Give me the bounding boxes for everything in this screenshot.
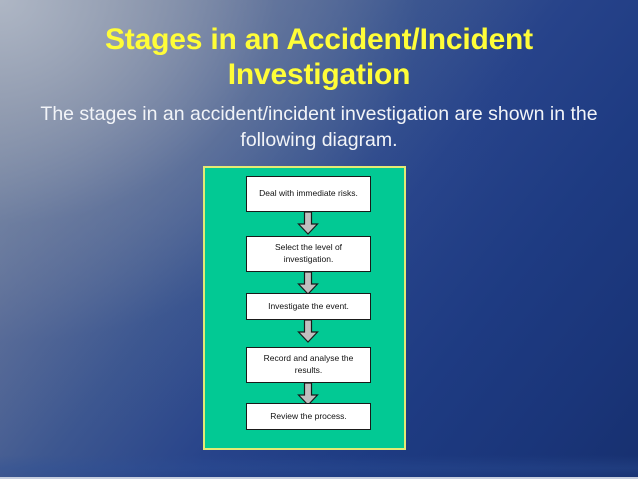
flowchart-node-label: Select the level of investigation. <box>274 242 343 264</box>
flowchart-panel: Deal with immediate risks. Select the le… <box>203 166 406 450</box>
bottom-gradient-band <box>0 455 638 477</box>
bottom-divider <box>0 477 638 479</box>
slide-subtitle: The stages in an accident/incident inves… <box>40 103 598 151</box>
flowchart-node-stage-3[interactable]: Investigate the event. <box>246 293 371 320</box>
flowchart: Deal with immediate risks. Select the le… <box>205 168 404 448</box>
flowchart-node-label: Record and analyse the results. <box>263 353 354 375</box>
flowchart-node-stage-1[interactable]: Deal with immediate risks. <box>246 176 371 212</box>
flowchart-node-label: Deal with immediate risks. <box>259 188 358 199</box>
arrow-down-icon <box>297 320 319 343</box>
flowchart-node-label: Investigate the event. <box>268 300 349 311</box>
flowchart-node-stage-4[interactable]: Record and analyse the results. <box>246 347 371 383</box>
flowchart-node-stage-5[interactable]: Review the process. <box>246 403 371 430</box>
arrow-down-icon <box>297 272 319 295</box>
slide-title: Stages in an Accident/Incident Investiga… <box>105 23 533 92</box>
flowchart-node-stage-2[interactable]: Select the level of investigation. <box>246 236 371 272</box>
arrow-down-icon <box>297 383 319 406</box>
arrow-down-icon <box>297 212 319 235</box>
flowchart-node-label: Review the process. <box>270 410 347 421</box>
